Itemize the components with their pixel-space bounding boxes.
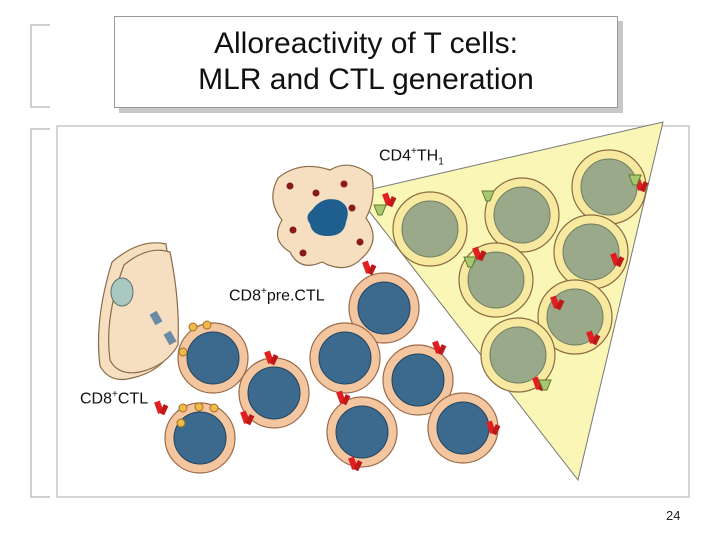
label-cd4-th1: CD4+TH1 [379,146,444,168]
decorative-bracket [30,128,50,498]
label-cd8-prectl: CD8+pre.CTL [229,286,325,305]
label-cd8-ctl-rest: CTL [117,390,149,408]
ctl-cell [427,392,499,464]
ctl-cell [326,396,398,468]
ctl-cell [177,322,249,394]
title-line-1: Alloreactivity of T cells: [214,27,518,60]
title-box: Alloreactivity of T cells: MLR and CTL g… [114,16,618,108]
label-cd4-th1-sub: 1 [438,156,444,168]
granules [176,320,219,428]
title-line-2: MLR and CTL generation [198,63,534,96]
page-number: 24 [666,508,681,523]
label-cd8-prectl-rest: pre.CTL [266,287,325,305]
th1-cell [458,242,534,318]
label-cd4-th1-sup: + [411,146,417,157]
dendritic-cell-icon [272,164,374,269]
label-cd8-prectl-sup: + [261,286,267,297]
th1-cell [484,177,560,253]
label-cd4-th1-base: CD4 [379,147,412,165]
ctl-cell [164,402,236,474]
decorative-bracket [30,24,50,108]
label-cd4-th1-mid: TH [416,147,439,165]
label-cd8-ctl: CD8+CTL [80,389,148,408]
th1-cell [571,149,647,225]
th1-cell [392,191,468,267]
th1-cell [553,214,629,290]
label-cd8-ctl-sup: + [112,389,118,400]
ctl-cell [309,322,381,394]
label-cd8-ctl-base: CD8 [80,390,113,408]
target-cell-icon [97,242,179,381]
label-cd8-prectl-base: CD8 [229,287,262,305]
